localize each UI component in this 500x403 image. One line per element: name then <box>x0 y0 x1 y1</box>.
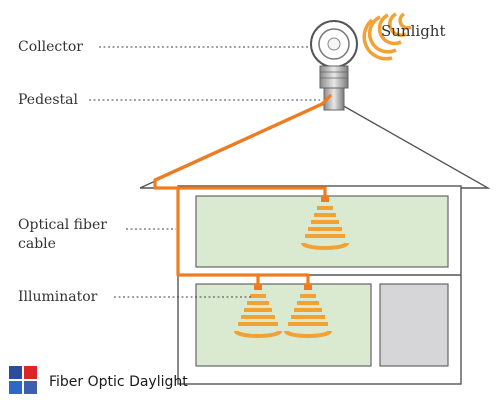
roof <box>139 99 491 189</box>
illuminator-light-cone-icon <box>284 284 332 338</box>
sunlight-label: Sunlight <box>381 22 445 40</box>
caption-text: Fiber Optic Daylight <box>49 374 188 390</box>
optical-fiber-label-line1: Optical fiber <box>18 217 107 233</box>
illuminator-light-cone-icon <box>301 196 349 250</box>
sunlight-rays-icon <box>362 12 412 61</box>
house <box>139 99 491 385</box>
optical-fiber-label-line2: cable <box>18 236 56 252</box>
optical-fiber-cable <box>153 94 332 286</box>
closed-room <box>379 283 449 367</box>
illuminator-label: Illuminator <box>18 289 98 305</box>
collector-label: Collector <box>18 39 83 55</box>
pedestal <box>319 65 349 111</box>
windows-pane-icon <box>9 366 37 394</box>
illuminator-light-cone-icon <box>234 284 282 338</box>
collector-globe-icon <box>310 20 358 68</box>
pedestal-label: Pedestal <box>18 92 78 108</box>
lower-room <box>195 283 372 367</box>
